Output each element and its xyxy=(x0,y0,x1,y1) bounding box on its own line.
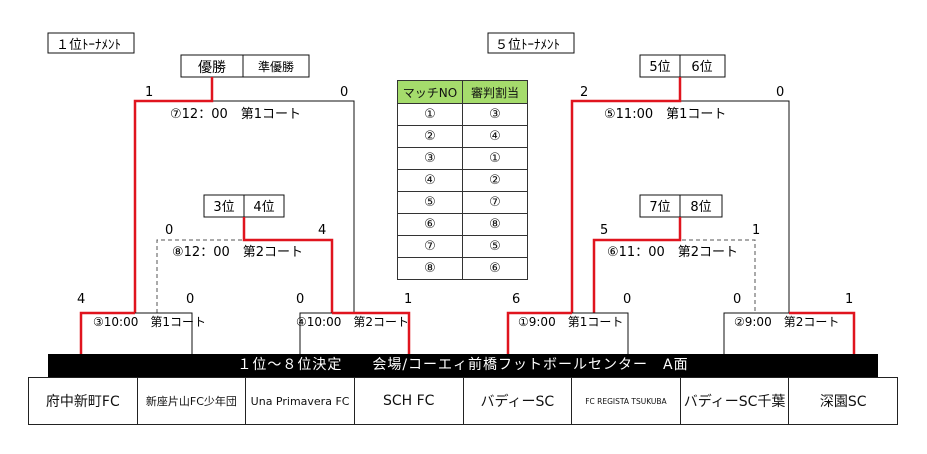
third-place-winner-path xyxy=(242,217,334,313)
runner-up-label: 準優勝 xyxy=(258,59,294,74)
eighth-box xyxy=(679,194,723,218)
match-6-label: ⑥11：00 第2コート xyxy=(607,245,738,260)
match-no-header: マッチNO xyxy=(397,80,463,104)
champion-label: 優勝 xyxy=(198,60,226,76)
match-8-label: ⑧12：00 第2コート xyxy=(172,245,303,260)
fifth-label: 5位 xyxy=(649,60,670,75)
score-m6-left: 5 xyxy=(600,223,608,238)
match-3-label: ③10:00 第1コート xyxy=(93,315,206,329)
venue-banner: １位～８位決定 会場/コーエィ前橋フットボールセンター A面 xyxy=(48,354,878,377)
right-tournament-title: ５位ﾄｰﾅﾒﾝﾄ xyxy=(495,38,560,53)
referee-cell: ① xyxy=(462,147,528,170)
right-title-box xyxy=(487,32,575,54)
referee-cell: ⑦ xyxy=(462,191,528,214)
referee-cell: ⑥ xyxy=(462,257,528,280)
fourth-label: 4位 xyxy=(253,200,274,215)
final-winner-path xyxy=(133,77,214,313)
match-5-label: ⑤11:00 第1コート xyxy=(604,107,726,122)
score-m1-right: 0 xyxy=(623,292,631,307)
match-no-cell: ⑦ xyxy=(397,235,463,258)
score-m8-right: 4 xyxy=(318,223,326,238)
match-no-cell: ④ xyxy=(397,169,463,192)
team-3: Una Primavera FC xyxy=(246,378,355,424)
match-1-winner-path xyxy=(506,311,572,355)
third-label: 3位 xyxy=(213,200,234,215)
team-1: 府中新町FC xyxy=(29,378,138,424)
score-m4-right: 1 xyxy=(404,292,412,307)
team-8: 深園SC xyxy=(819,394,867,410)
match-7-label: ⑦12：00 第1コート xyxy=(170,107,301,122)
team-row: 府中新町FC 新座片山FC少年団 Una Primavera FC SCH FC… xyxy=(28,377,898,425)
score-m7-left: 1 xyxy=(145,85,153,100)
seventh-label: 7位 xyxy=(649,200,670,215)
referee-cell: ⑧ xyxy=(462,213,528,236)
team-5: バディーSC xyxy=(464,378,573,424)
match-no-cell: ⑧ xyxy=(397,257,463,280)
match-2-label: ②9:00 第2コート xyxy=(734,315,839,329)
referee-table-header: マッチNO 審判割当 xyxy=(397,80,528,104)
match-no-cell: ① xyxy=(397,103,463,126)
score-m4-left: 0 xyxy=(296,292,304,307)
match-no-cell: ② xyxy=(397,125,463,148)
left-tournament-title: １位ﾄｰﾅﾒﾝﾄ xyxy=(56,38,121,53)
sixth-label: 6位 xyxy=(691,60,712,75)
match-no-cell: ⑤ xyxy=(397,191,463,214)
referee-assign-header: 審判割当 xyxy=(462,80,528,104)
third-place-bracket-line xyxy=(156,239,333,313)
sixth-box xyxy=(679,54,726,78)
referee-cell: ⑤ xyxy=(462,235,528,258)
score-m1-left: 6 xyxy=(512,292,520,307)
score-m2-right: 1 xyxy=(845,292,853,307)
match-5-winner-path xyxy=(570,77,682,313)
match-4-label: ④10:00 第2コート xyxy=(296,315,409,329)
score-m6-right: 1 xyxy=(752,223,760,238)
runner-up-box xyxy=(242,54,310,78)
match-6-winner-path xyxy=(592,217,682,313)
match-1-label: ①9:00 第1コート xyxy=(518,315,623,329)
team-4: SCH FC xyxy=(355,378,464,424)
score-m2-left: 0 xyxy=(733,292,741,307)
team-2: 新座片山FC少年団 xyxy=(138,378,247,424)
referee-cell: ④ xyxy=(462,125,528,148)
match-2-winner-path xyxy=(789,311,856,355)
team-7: バディーSC千葉 xyxy=(681,378,790,424)
score-m8-left: 0 xyxy=(165,223,173,238)
score-m3-left: 4 xyxy=(77,292,85,307)
score-m3-right: 0 xyxy=(186,292,194,307)
match-no-cell: ③ xyxy=(397,147,463,170)
fourth-box xyxy=(243,194,285,218)
team-6: FC REGISTA TSUKUBA xyxy=(572,378,681,424)
match-no-cell: ⑥ xyxy=(397,213,463,236)
referee-cell: ③ xyxy=(462,103,528,126)
score-m5-left: 2 xyxy=(580,85,588,100)
eighth-label: 8位 xyxy=(690,200,711,215)
referee-cell: ② xyxy=(462,169,528,192)
left-title-box xyxy=(47,32,135,54)
score-m5-right: 0 xyxy=(776,85,784,100)
score-m7-right: 0 xyxy=(340,85,348,100)
